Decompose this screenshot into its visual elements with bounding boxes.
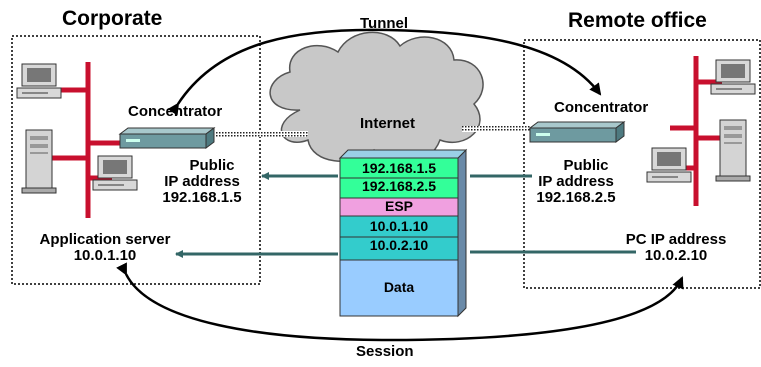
tunnel-label: Tunnel: [360, 15, 409, 32]
inner-header-block: [339, 215, 459, 261]
remote-lan: [670, 56, 722, 206]
outer-source-ip: 192.168.1.5: [362, 160, 436, 176]
pc-ip-label: PC IP address: [625, 231, 727, 248]
remote-public-ip-block: Public IP address 192.168.2.5: [528, 158, 624, 205]
corporate-tunnel-link: [212, 131, 308, 137]
corporate-ip-address-label: IP address: [164, 172, 240, 190]
remote-ip-address-label: IP address: [538, 172, 614, 190]
corporate-concentrator-icon: [118, 127, 216, 149]
corporate-public-label: Public: [189, 157, 235, 174]
esp-text: ESP: [384, 198, 413, 214]
corporate-lan: [46, 62, 120, 218]
inner-dest-ip: 10.0.2.10: [369, 236, 429, 253]
remote-workstation-pc-icon: [646, 147, 692, 183]
corporate-public-ip-block: Public IP address 192.168.1.5: [154, 158, 250, 205]
pc-ip-value: 10.0.2.10: [644, 246, 708, 264]
outer-header-text: 192.168.1.5 192.168.2.5: [340, 161, 458, 193]
pc-ip-block: PC IP address 10.0.2.10: [616, 232, 736, 264]
outer-dest-ip: 192.168.2.5: [362, 177, 436, 194]
remote-desktop-pc-icon: [710, 59, 756, 95]
internet-cloud: [269, 31, 484, 165]
remote-concentrator-label: Concentrator: [554, 99, 649, 116]
inner-source-ip: 10.0.1.10: [369, 218, 429, 234]
corporate-public-ip-value: 192.168.1.5: [162, 188, 242, 206]
remote-public-ip-value: 192.168.2.5: [536, 188, 616, 206]
session-arc: [116, 262, 684, 342]
inner-header-arrows: [175, 250, 636, 258]
application-server-ip: 10.0.1.10: [73, 246, 137, 264]
inner-header-text: 10.0.1.10 10.0.2.10: [340, 219, 458, 252]
corporate-concentrator-label: Concentrator: [128, 103, 223, 120]
remote-public-label: Public: [563, 157, 609, 174]
internet-label: Internet: [360, 115, 416, 132]
tunnel-arc: [167, 28, 602, 116]
corporate-desktop-pc-icon: [16, 63, 62, 99]
application-server-block: Application server 10.0.1.10: [30, 232, 180, 264]
remote-concentrator-icon: [528, 121, 626, 143]
data-text: Data: [383, 279, 415, 295]
session-label: Session: [356, 343, 414, 360]
corporate-title: Corporate: [62, 7, 163, 30]
remote-office-title: Remote office: [568, 9, 707, 32]
remote-tunnel-link: [462, 126, 530, 132]
corporate-server-icon: [21, 129, 57, 194]
application-server-label: Application server: [39, 231, 171, 248]
corporate-workstation-pc-icon: [92, 155, 138, 191]
remote-server-icon: [715, 119, 751, 182]
